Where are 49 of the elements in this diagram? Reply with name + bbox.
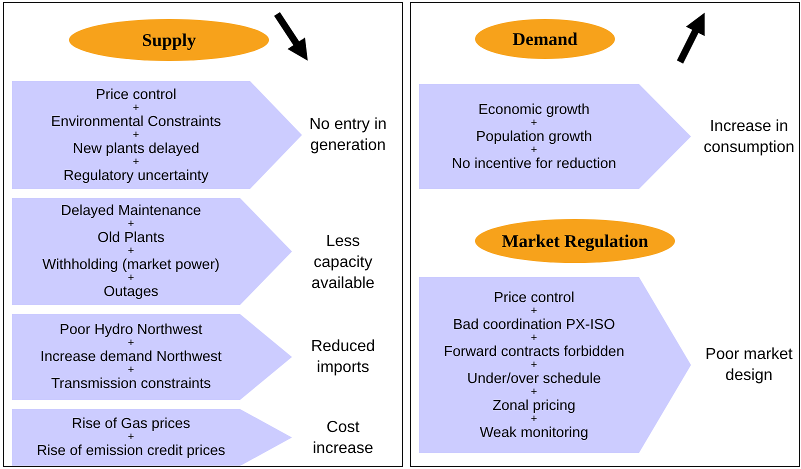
result-text: No entry in generation: [308, 115, 388, 156]
plus-sign: +: [530, 386, 538, 398]
plus-sign: +: [128, 246, 134, 257]
cause-text: Price control: [494, 290, 574, 306]
result-text: Reduced imports: [310, 337, 376, 378]
cause-text: Rise of Gas prices: [72, 416, 190, 432]
panel-frame: [410, 2, 800, 467]
cause-text: Economic growth: [478, 102, 590, 118]
heading-text: Supply: [142, 30, 196, 50]
cause-text: New plants delayed: [72, 140, 200, 156]
cause-text: Forward contracts forbidden: [444, 344, 624, 360]
cause-text: Rise of emission credit prices: [36, 443, 226, 459]
cause-text: Old Plants: [98, 230, 164, 246]
cause-text: Increase demand Northwest: [40, 349, 222, 365]
cause-text: Environmental Constraints: [50, 114, 222, 130]
heading-text: Demand: [512, 28, 578, 50]
cause-text: No incentive for reduction: [452, 156, 616, 172]
result-text: Increase in consumption: [702, 116, 796, 158]
plus-sign: +: [530, 118, 538, 128]
cause-text: Regulatory uncertainty: [63, 168, 209, 184]
plus-sign: +: [128, 219, 134, 230]
plus-sign: +: [128, 432, 134, 443]
cause-text: Price control: [96, 86, 176, 102]
cause-text: Delayed Maintenance: [60, 203, 202, 219]
cause-text: Weak monitoring: [480, 424, 588, 440]
plus-sign: +: [128, 338, 134, 349]
plus-sign: +: [530, 144, 538, 156]
plus-sign: +: [132, 156, 140, 168]
cause-text: Outages: [104, 284, 158, 300]
plus-sign: +: [530, 360, 538, 370]
cause-text: Withholding (market power): [42, 257, 220, 273]
cause-text: Zonal pricing: [492, 398, 576, 414]
plus-sign: +: [530, 306, 538, 316]
result-text: Less capacity available: [310, 232, 376, 294]
heading-text: Market Regulation: [502, 230, 648, 252]
result-text: Cost increase: [312, 418, 374, 458]
plus-sign: +: [132, 130, 140, 140]
cause-text: Transmission constraints: [51, 376, 211, 392]
plus-sign: +: [128, 365, 134, 376]
panel-frame: [3, 2, 403, 467]
cause-text: Poor Hydro Northwest: [60, 322, 202, 338]
plus-sign: +: [530, 414, 538, 424]
cause-text: Bad coordination PX-ISO: [452, 316, 615, 332]
plus-sign: +: [530, 332, 538, 344]
result-text: Poor market design: [704, 345, 794, 386]
plus-sign: +: [128, 273, 134, 284]
plus-sign: +: [132, 102, 140, 114]
cause-text: Population growth: [476, 128, 592, 144]
cause-text: Under/over schedule: [467, 370, 601, 386]
